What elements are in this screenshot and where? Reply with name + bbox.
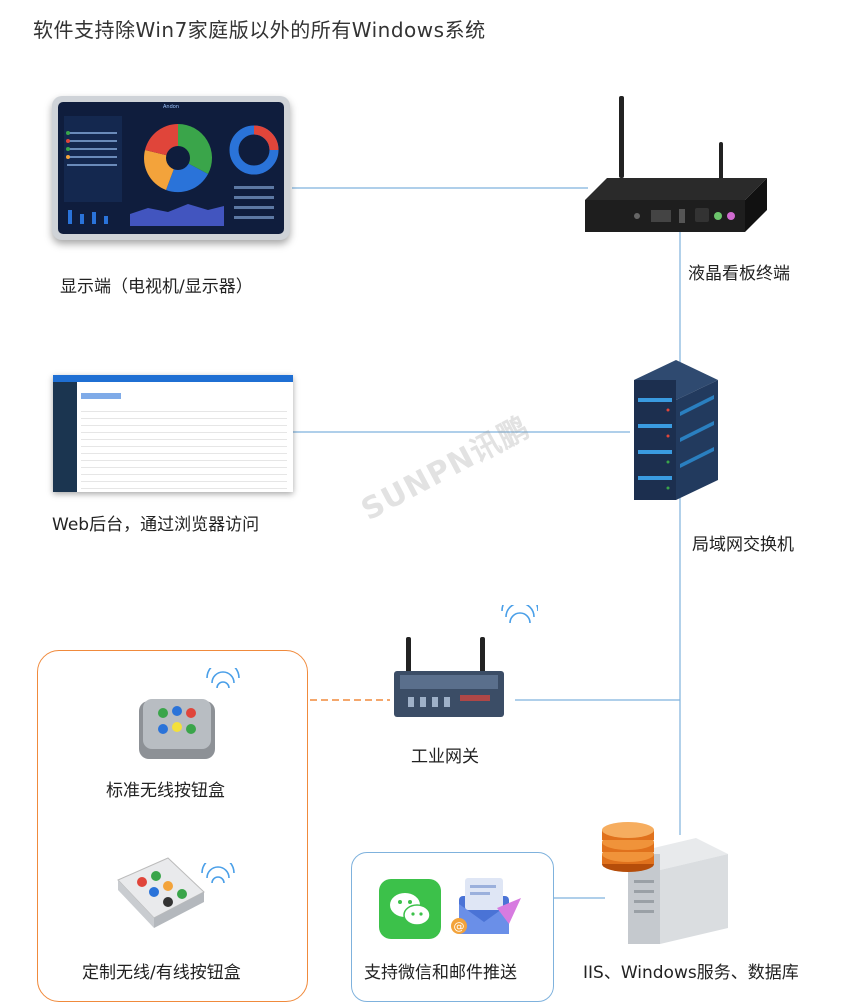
button-box-group: [37, 650, 308, 1002]
server-label: IIS、Windows服务、数据库: [583, 963, 799, 983]
gateway-wifi-icon: [501, 605, 538, 624]
terminal-label: 液晶看板终端: [688, 264, 790, 284]
notify-label: 支持微信和邮件推送: [364, 963, 517, 983]
standard-button-box-image: [139, 699, 215, 759]
switch-label: 局域网交换机: [692, 535, 794, 555]
database-server-image: [602, 822, 728, 944]
svg-text:@: @: [454, 920, 465, 933]
dashboard-graphics: [64, 116, 279, 226]
terminal-device-image: [585, 96, 767, 232]
standard-button-label: 标准无线按钮盒: [106, 781, 225, 801]
gateway-label: 工业网关: [411, 747, 479, 767]
web-backend-screenshot: [53, 375, 293, 492]
mail-icon: @: [451, 878, 521, 934]
display-tablet-image: Andon: [52, 96, 290, 240]
custom-button-label: 定制无线/有线按钮盒: [82, 963, 241, 983]
wifi-icon: [206, 668, 240, 689]
tablet-screen-title: Andon: [163, 104, 179, 110]
switch-rack-image: [634, 360, 718, 500]
web-label: Web后台，通过浏览器访问: [52, 515, 260, 535]
wifi-icon: [201, 863, 235, 884]
display-label: 显示端（电视机/显示器）: [60, 277, 253, 297]
gateway-device-image: [394, 605, 538, 717]
wechat-icon: [379, 879, 441, 939]
notify-group: [351, 852, 554, 1002]
custom-button-box-image: [117, 857, 205, 928]
page-title: 软件支持除Win7家庭版以外的所有Windows系统: [33, 18, 486, 42]
